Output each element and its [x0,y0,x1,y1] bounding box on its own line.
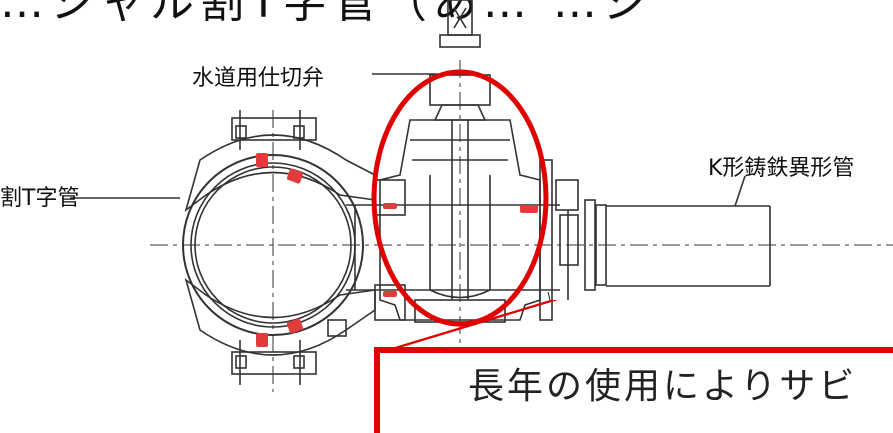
callout-pointer [378,300,558,352]
valve-drawing [70,0,893,397]
valve-label: 水道用仕切弁 [192,66,325,91]
split-tee [182,110,376,385]
highlight-ellipse [371,69,549,327]
pipe-label: K形鋳鉄異形管 [708,156,855,181]
pipe-leader [734,175,746,207]
gate-valve [379,0,541,323]
branch-pipe [346,179,560,321]
flange-joint [539,159,607,321]
callout-text: 長年の使用によりサビ [468,366,858,407]
gaskets [256,153,538,347]
k-pipe [606,205,771,287]
page-title-cut: …シャル割T字管（あ… …ジ [0,0,653,28]
tee-label: 割T字管 [0,186,80,211]
